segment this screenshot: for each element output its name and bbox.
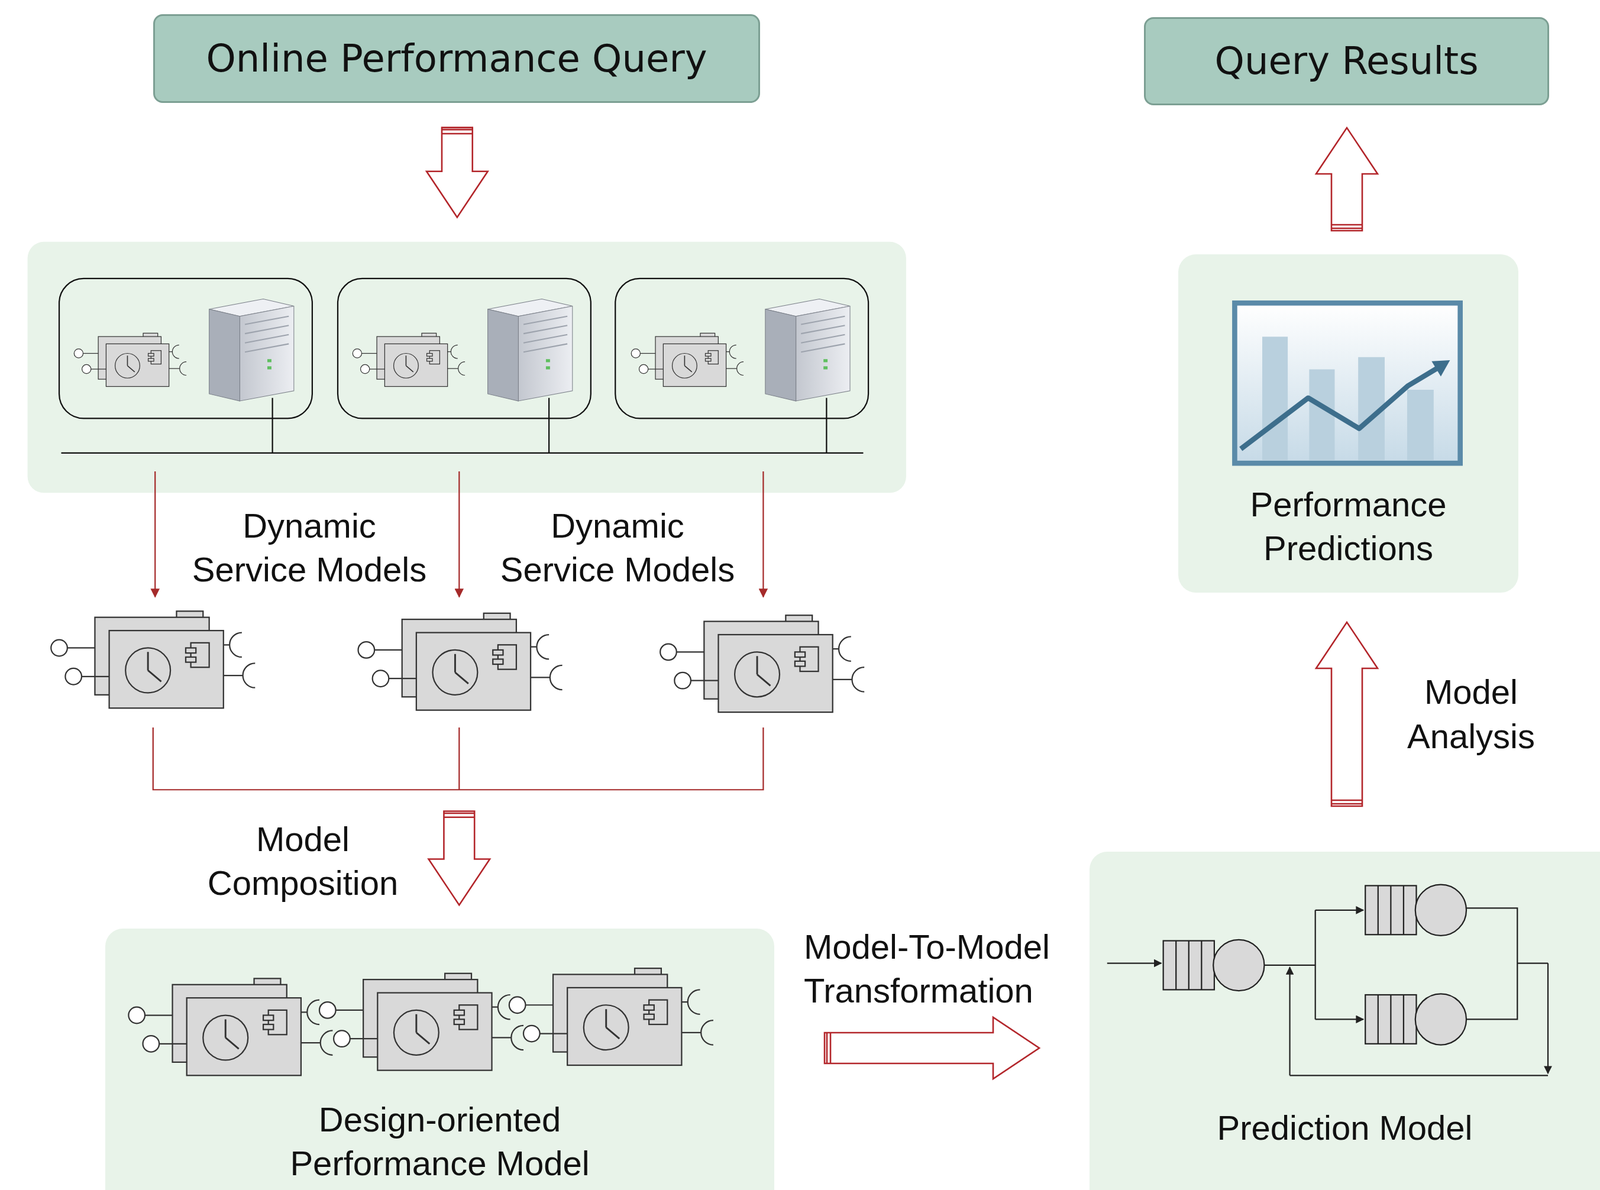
chart-icon-part xyxy=(1431,360,1450,377)
edge-label: Model Analysis xyxy=(1400,670,1543,758)
node-text: Performance Predictions xyxy=(1224,482,1473,571)
queueing-network-part xyxy=(1175,885,1404,1044)
queueing-network-part xyxy=(1315,909,1364,911)
block-arrow-outline xyxy=(1316,127,1378,231)
component-icon-part xyxy=(352,333,465,387)
queueing-network-part xyxy=(1290,1074,1548,1076)
queueing-network-part xyxy=(1466,907,1548,1020)
query-box: Online Performance Query xyxy=(153,14,761,103)
block-arrow-outline xyxy=(824,1017,1040,1079)
queueing-network-part-part xyxy=(1213,939,1265,991)
extraction-arrow xyxy=(154,471,764,597)
queueing-network-part xyxy=(1288,967,1291,1076)
block-arrow-tail xyxy=(826,1032,829,1064)
service-model-icon-part xyxy=(358,613,563,711)
block-arrow-tail xyxy=(1331,227,1363,230)
prediction-model-panel: Prediction Model xyxy=(1089,851,1600,1190)
chart-icon-part-part xyxy=(1308,369,1335,461)
service-model-icon-part xyxy=(50,611,255,709)
block-arrow xyxy=(1316,127,1378,231)
server-box xyxy=(59,278,869,454)
extraction-arrow-part xyxy=(458,471,460,597)
composed-component-icon-part xyxy=(319,973,524,1071)
server-panel xyxy=(27,241,907,493)
composed-component-icon-part xyxy=(128,978,333,1076)
hollow-arrow-part xyxy=(428,810,491,905)
chart-icon-part xyxy=(1234,302,1460,464)
result-box: Query Results xyxy=(1143,17,1550,106)
queueing-network-part xyxy=(1315,1018,1364,1020)
chart-icon-part-part xyxy=(1262,336,1288,461)
server-box-part xyxy=(59,278,313,419)
composed-component-icon-part xyxy=(509,968,714,1066)
service-model-icon-part xyxy=(660,615,865,713)
node-text: Design-oriented Performance Model xyxy=(256,1097,624,1186)
queueing-network-part-part xyxy=(1415,884,1467,936)
server-tower-part xyxy=(487,298,573,402)
illustration-group xyxy=(27,127,1548,1076)
component-icon xyxy=(73,333,744,387)
server-tower xyxy=(209,298,850,402)
service-model-icon xyxy=(50,611,865,713)
block-arrow xyxy=(1316,622,1378,807)
block-arrow-tail xyxy=(829,1032,832,1064)
node-text: Query Results xyxy=(1214,38,1479,84)
server-tower-part xyxy=(209,298,294,402)
server-box-part xyxy=(337,278,591,419)
component-icon-part xyxy=(73,333,187,387)
chart-icon-part-part xyxy=(1407,389,1434,461)
block-arrow-tail xyxy=(1331,224,1363,226)
server-box-part xyxy=(615,278,869,419)
component-icon-part xyxy=(631,333,744,387)
hollow-arrow xyxy=(426,127,490,906)
block-arrow-tail xyxy=(1331,803,1363,806)
hollow-arrow-part xyxy=(426,127,488,218)
chart-icon xyxy=(1234,302,1460,464)
block-arrow xyxy=(824,1017,1040,1079)
node-text: Online Performance Query xyxy=(205,36,707,82)
server-tower-part xyxy=(765,298,850,402)
server-box-part xyxy=(61,398,864,454)
block-arrow-outline xyxy=(1316,622,1378,807)
chart-icon-part xyxy=(1262,336,1434,461)
flow-label: Dynamic Service Models xyxy=(186,503,433,592)
flow-label: Dynamic Service Models xyxy=(495,503,741,592)
queueing-network-part xyxy=(1547,963,1549,1074)
queueing-network-part xyxy=(1107,962,1162,964)
edge-label: Model-To-Model Transformation xyxy=(803,925,1065,1013)
queueing-network-part-part xyxy=(1415,993,1467,1045)
queueing-network-part xyxy=(1163,884,1467,1046)
composition-bracket xyxy=(153,727,764,790)
node-text: Prediction Model xyxy=(1217,1106,1473,1150)
extraction-arrow-part xyxy=(762,471,764,597)
flow-label: Model Composition xyxy=(201,817,406,905)
block-arrow-tail xyxy=(1331,799,1363,802)
chart-icon-part xyxy=(1240,367,1440,449)
hollow-arrow-part xyxy=(441,129,473,134)
composed-component-icon xyxy=(128,968,713,1076)
hollow-arrow-part xyxy=(443,813,475,818)
extraction-arrow-part xyxy=(154,471,156,597)
queueing-network xyxy=(1107,884,1548,1076)
